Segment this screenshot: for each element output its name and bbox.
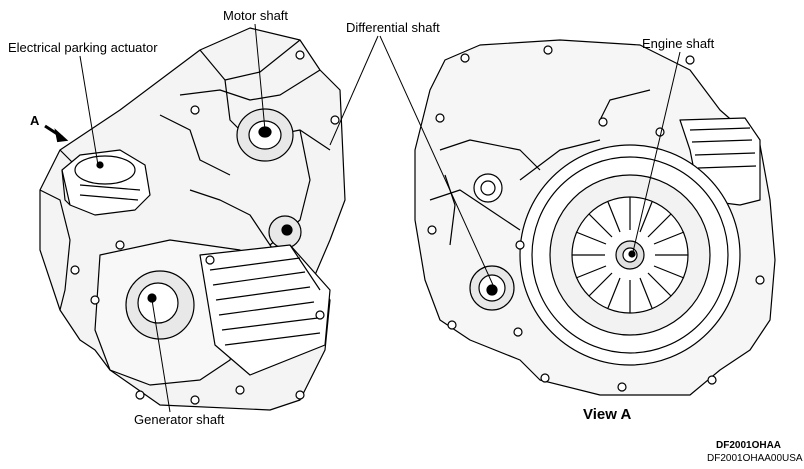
label-view-a: View A [583, 406, 632, 423]
view-a-arrow [44, 124, 69, 143]
leader-engine-shaft [632, 51, 681, 253]
label-generator-shaft: Generator shaft [134, 412, 225, 427]
leader-parking-actuator [79, 55, 99, 166]
figure-code-secondary: DF2001OHAA00USA [707, 453, 803, 464]
left-transaxle-drawing [39, 27, 346, 411]
label-engine-shaft: Engine shaft [642, 36, 715, 51]
generator-cooling-ribs [199, 244, 331, 376]
leader-generator-shaft [151, 299, 171, 413]
leader-motor-shaft [254, 23, 266, 131]
figure-code-primary: DF2001OHAA [716, 440, 782, 451]
leader-differential-right [379, 35, 494, 286]
right-bolts [427, 45, 765, 392]
label-electrical-parking-actuator: Electrical parking actuator [8, 40, 158, 55]
label-arrow-a: A [30, 113, 40, 128]
label-differential-shaft: Differential shaft [346, 20, 440, 35]
engine-shaft-spokes [572, 197, 688, 313]
leader-lines [79, 23, 681, 413]
left-bolts [70, 50, 340, 405]
leader-differential-left [329, 35, 379, 146]
right-view-a-drawing [414, 39, 776, 396]
label-motor-shaft: Motor shaft [223, 8, 289, 23]
upper-left-bearing [473, 173, 503, 203]
parking-actuator-body [61, 149, 151, 216]
